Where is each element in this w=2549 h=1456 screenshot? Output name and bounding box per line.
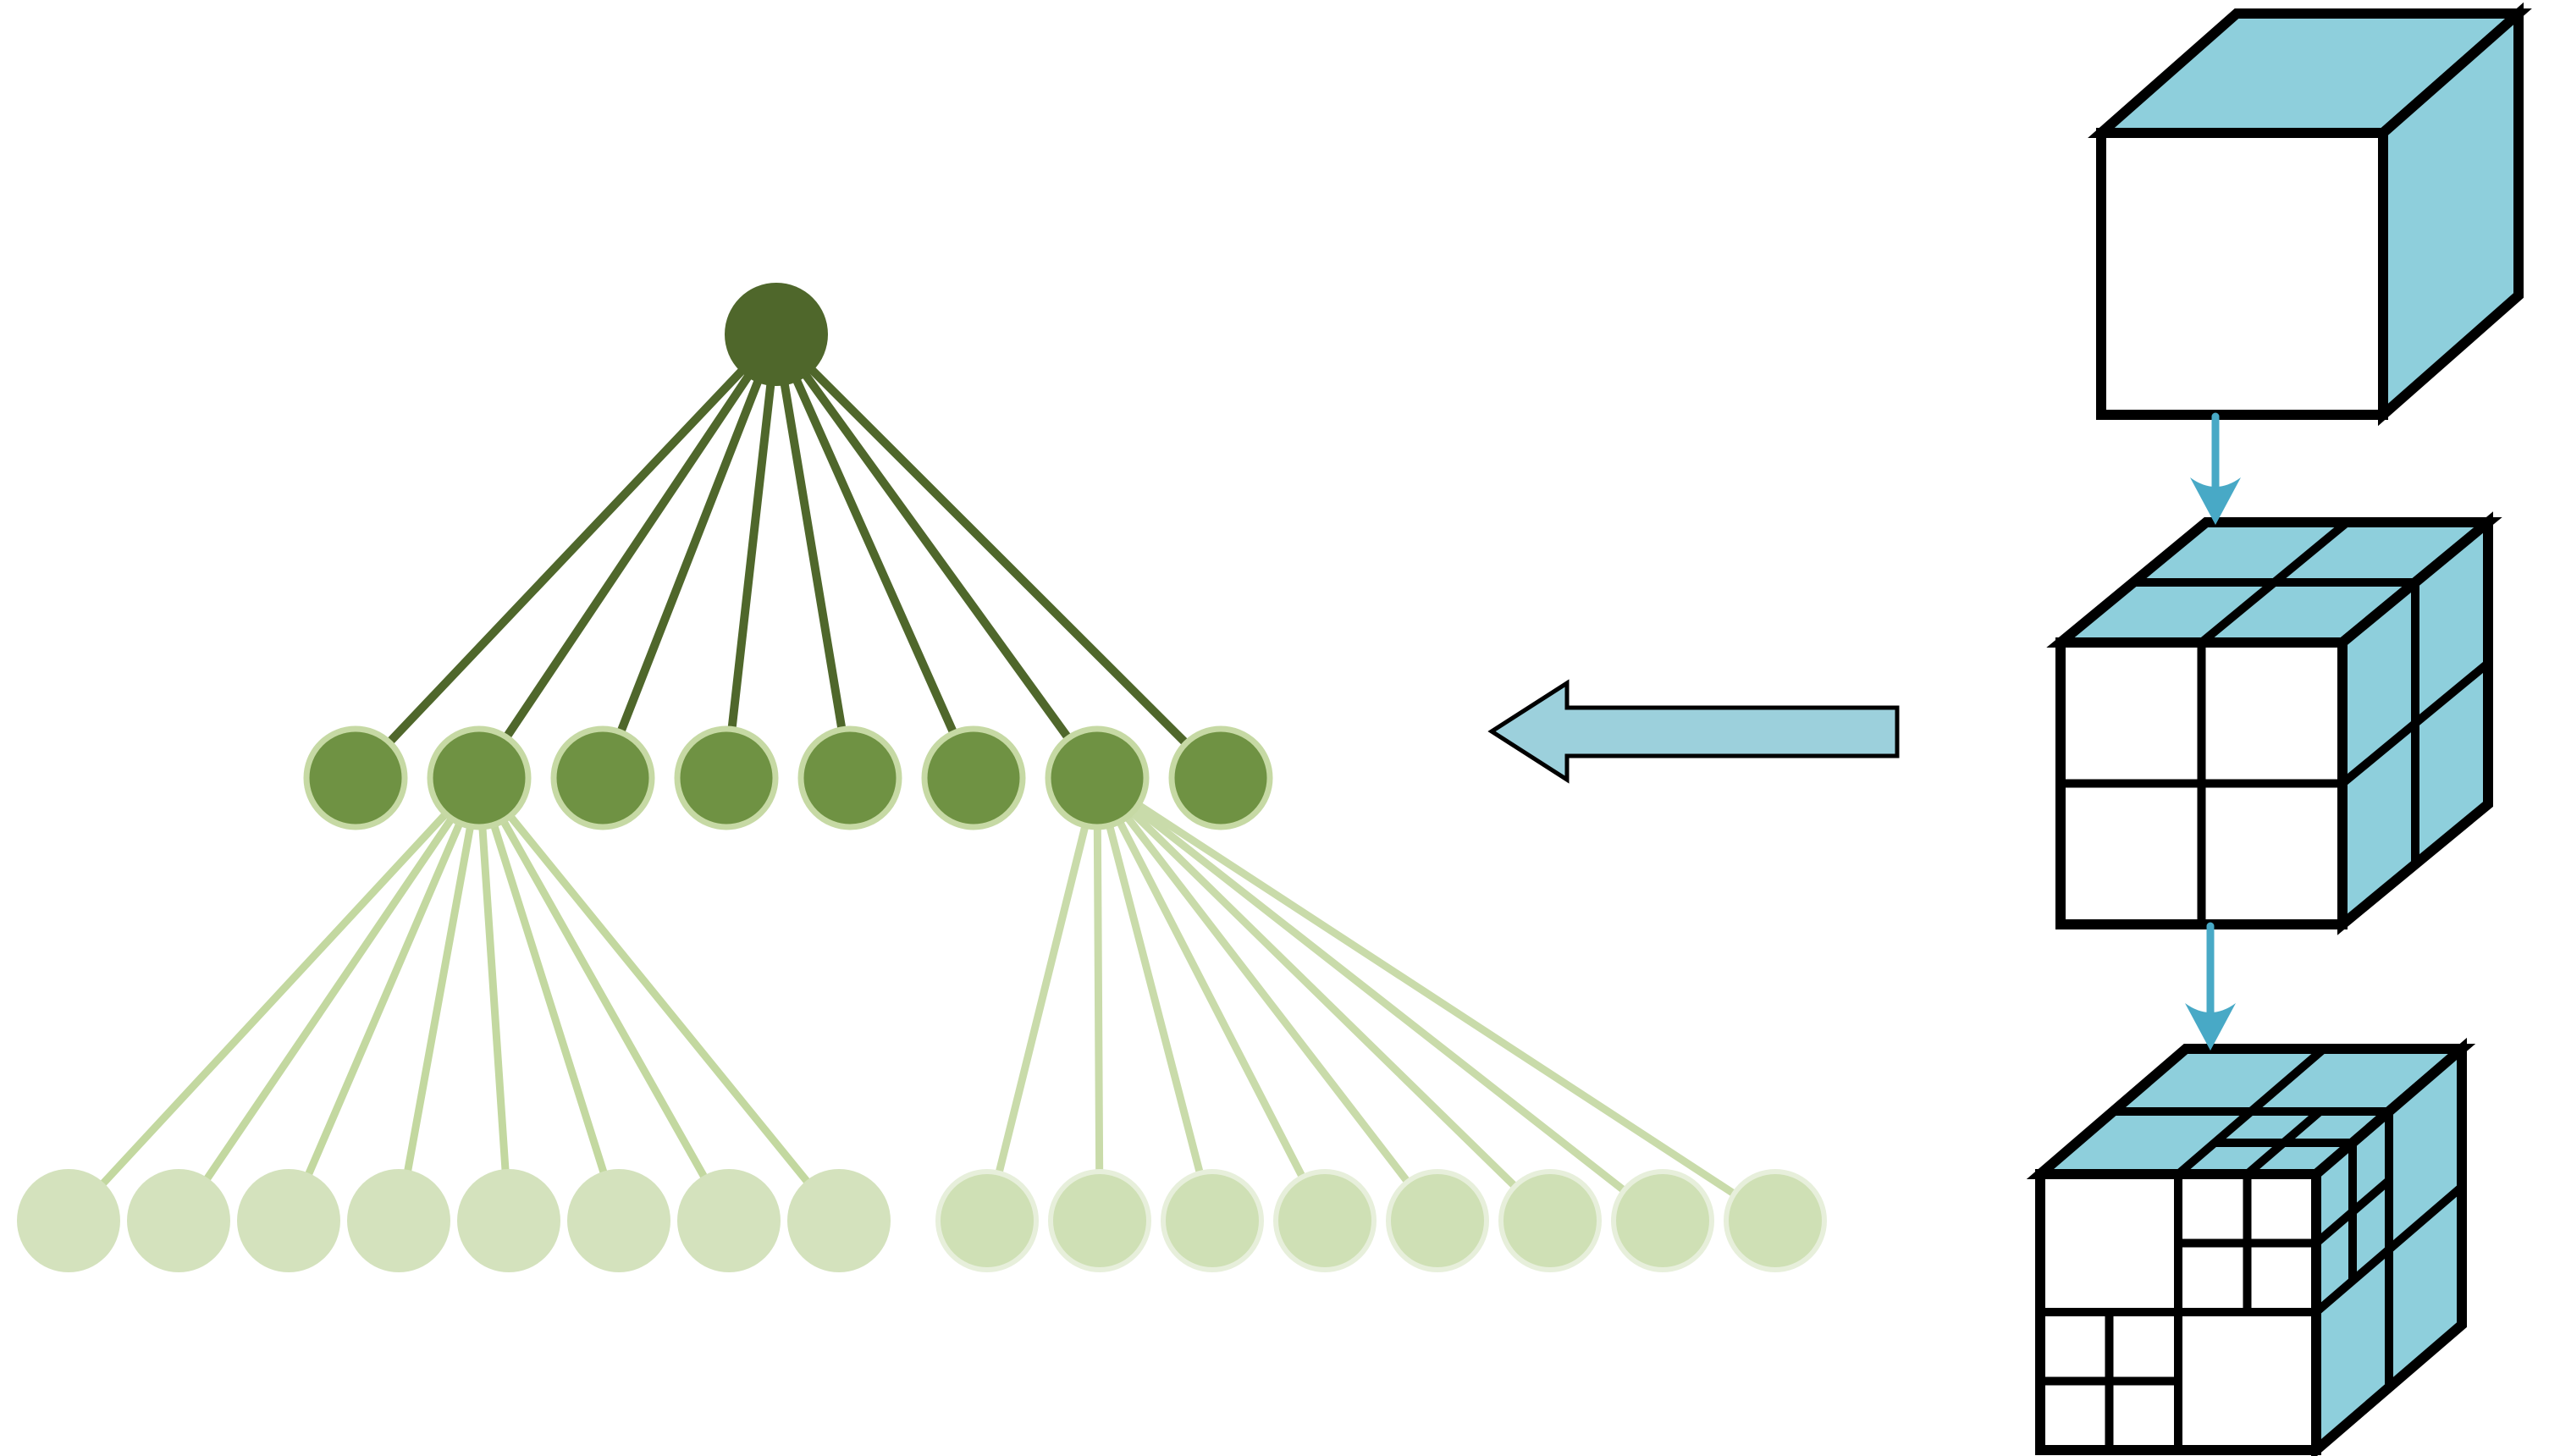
tree-edge-left-subtree (475, 774, 843, 1225)
tree (17, 283, 1827, 1272)
cube-unsubdivided (2088, 2, 2532, 427)
tree-edge-right-subtree (1093, 774, 1442, 1225)
tree-edge-root-child (599, 330, 781, 782)
tree-edge-right-subtree (1093, 774, 1329, 1225)
tree-node-leaf-right (1048, 1169, 1151, 1272)
tree-node-leaf-left (237, 1169, 340, 1272)
tree-edge-right-subtree (1093, 774, 1104, 1225)
tree-node-root (725, 283, 828, 386)
tree-node-leaf-right (1498, 1169, 1602, 1272)
tree-edge-right-subtree (1093, 774, 1217, 1225)
tree-edge-root-child (722, 330, 781, 782)
tree-edge-left-subtree (64, 774, 483, 1225)
tree-node-leaf-left (127, 1169, 230, 1272)
down-arrows (2185, 412, 2241, 1051)
tree-edge-left-subtree (394, 774, 483, 1225)
tree-node-level1 (550, 725, 655, 830)
tree-node-leaf-right (1273, 1169, 1377, 1272)
tree-node-level1 (921, 725, 1026, 830)
tree-node-leaf-left (787, 1169, 891, 1272)
tree-node-level1 (797, 725, 902, 830)
tree-edge-root-child (772, 330, 1225, 782)
tree-node-level1 (1168, 725, 1273, 830)
cube-subdivision-line-right (2313, 1177, 2392, 1247)
tree-edge-left-subtree (475, 774, 623, 1225)
block-arrow-left (1487, 679, 1900, 784)
tree-node-level1 (674, 725, 779, 830)
tree-edge-root-child (475, 330, 781, 782)
tree-node-leaf-left (457, 1169, 560, 1272)
cube-octants (2046, 511, 2502, 935)
down-arrow (2190, 412, 2241, 525)
down-arrow-head (2190, 477, 2241, 525)
tree-node-leaf-left (677, 1169, 781, 1272)
tree-edge-root-child (351, 330, 781, 782)
tree-edge-root-child (772, 330, 978, 782)
tree-edge-right-subtree (1093, 774, 1667, 1225)
tree-edge-left-subtree (475, 774, 733, 1225)
block-arrow-left-polygon (1487, 679, 1900, 784)
cube-subdivision-line-right (2313, 1183, 2465, 1315)
tree-edge-right-subtree (983, 774, 1101, 1225)
tree-node-level1 (427, 725, 532, 830)
cube-sub-octants (2026, 1037, 2476, 1456)
tree-node-leaf-right (1611, 1169, 1714, 1272)
tree-edge-root-child (772, 330, 1101, 782)
down-arrow (2185, 922, 2236, 1051)
tree-edge-right-subtree (1093, 774, 1554, 1225)
tree-node-leaf-left (17, 1169, 120, 1272)
tree-node-leaf-left (567, 1169, 670, 1272)
tree-node-leaf-left (347, 1169, 450, 1272)
down-arrow-head (2185, 1003, 2236, 1051)
tree-node-leaf-right (935, 1169, 1039, 1272)
tree-edge-left-subtree (174, 774, 483, 1225)
tree-edge-root-child (772, 330, 854, 782)
cube-stack (2026, 2, 2532, 1456)
tree-node-leaf-right (1161, 1169, 1264, 1272)
tree-node-leaf-right (1386, 1169, 1489, 1272)
tree-node-level1 (1045, 725, 1150, 830)
tree-edge-right-subtree (1093, 774, 1779, 1225)
tree-edge-left-subtree (284, 774, 483, 1225)
cube-subdivision-line-right (2339, 659, 2491, 787)
cube-front-face (2096, 128, 2388, 420)
tree-node-leaf-right (1724, 1169, 1827, 1272)
tree-node-level1 (303, 725, 408, 830)
tree-edge-left-subtree (475, 774, 513, 1225)
